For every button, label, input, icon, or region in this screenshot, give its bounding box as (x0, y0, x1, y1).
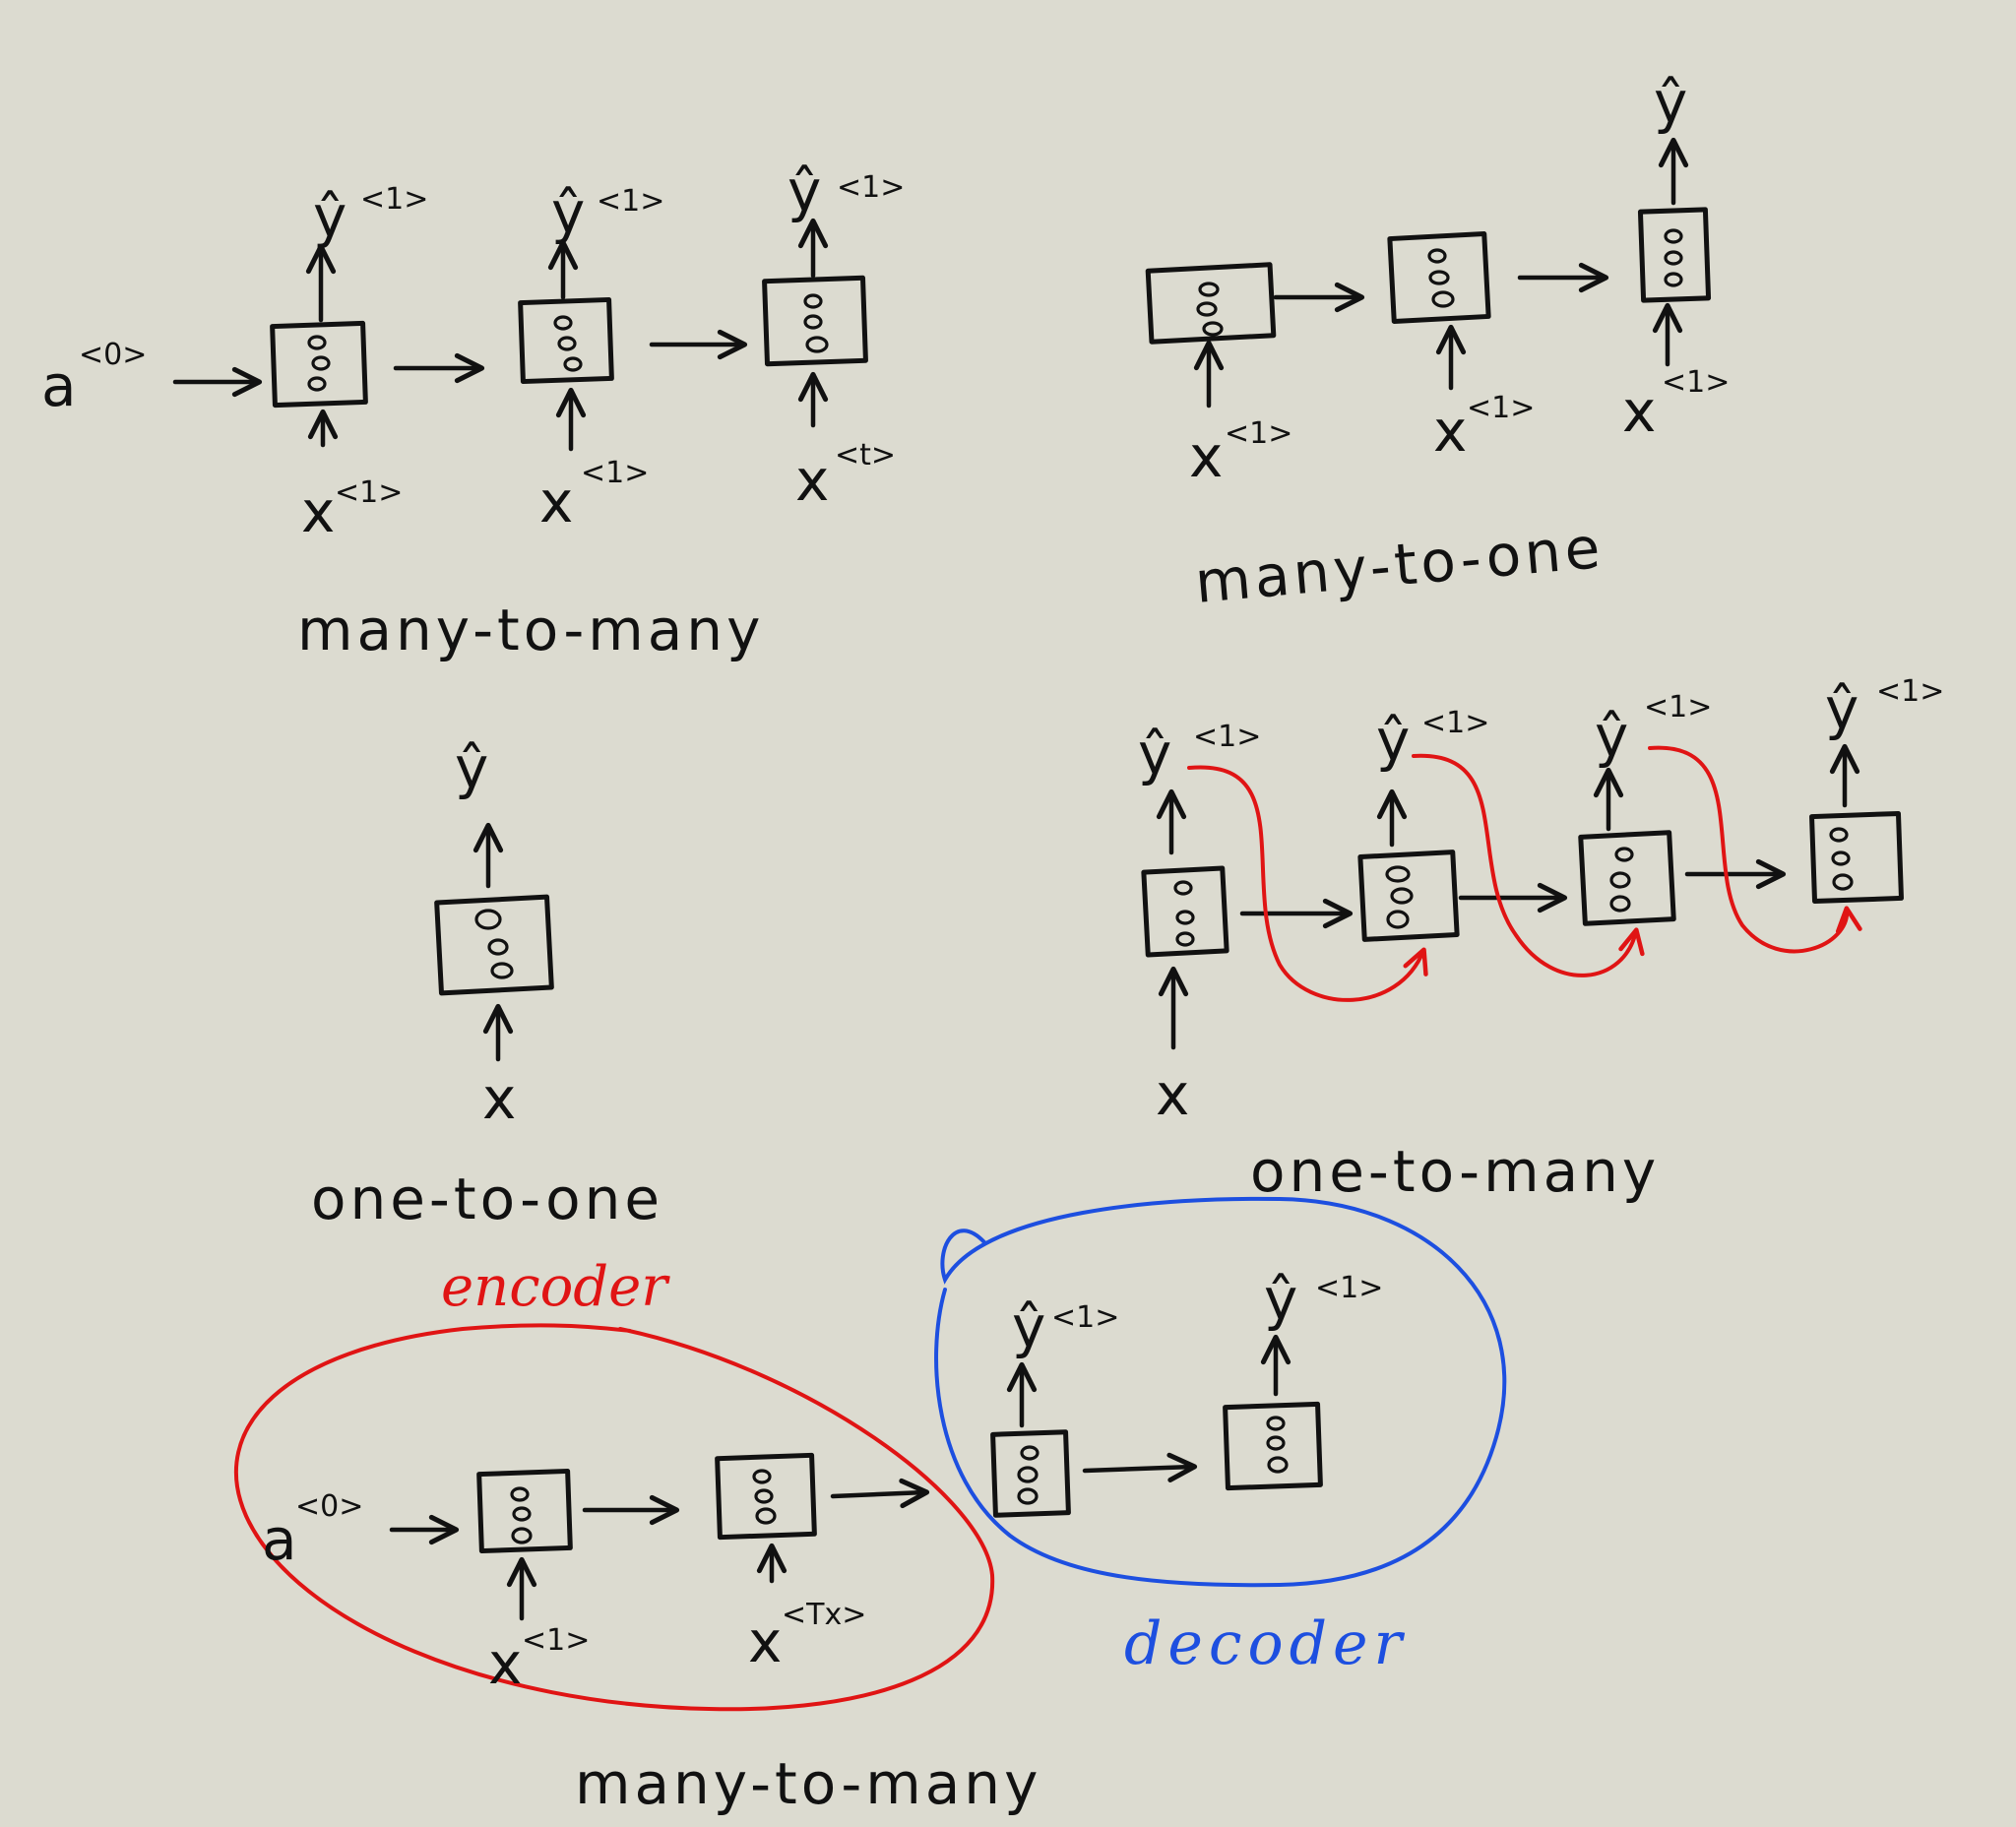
rnn-cell-m2o-1 (1145, 262, 1277, 345)
o2m-x-symbol: x (1156, 1061, 1189, 1128)
rnn-cell-2 (518, 296, 614, 385)
y2-symbol: ŷ (551, 179, 585, 246)
enc-a0-superscript: <0> (295, 1489, 363, 1524)
arrow-encoder-to-decoder (830, 1478, 930, 1509)
y3-symbol: ŷ (788, 158, 821, 224)
dec-y1-symbol: ŷ (1012, 1293, 1045, 1360)
o2o-x-symbol: x (482, 1065, 516, 1132)
diagram-one-to-one: ŷ x one-to-one (311, 734, 663, 1232)
label-encoder: encoder (441, 1255, 670, 1319)
caption-many-to-one: many-to-one (1192, 514, 1606, 616)
x2-superscript: <1> (581, 456, 649, 490)
rnn-cell-o2m-3 (1578, 830, 1676, 926)
o2m-y4-superscript: <1> (1876, 674, 1944, 709)
encoder-boundary (234, 1323, 995, 1712)
rnn-cell-1 (270, 320, 368, 409)
enc-x1-superscript: <1> (522, 1623, 590, 1658)
enc-a0-symbol: a (262, 1506, 297, 1573)
enc-xtx-symbol: x (748, 1608, 782, 1675)
y1-superscript: <1> (360, 182, 428, 217)
feedback-y2-to-cell3 (1412, 753, 1645, 977)
m2o-x1-superscript: <1> (1225, 416, 1292, 451)
rnn-cell-3 (762, 275, 868, 367)
label-decoder: decoder (1124, 1609, 1408, 1678)
o2o-y-symbol: ŷ (455, 734, 488, 801)
rnn-cell-enc-1 (476, 1468, 573, 1554)
caption-one-to-one: one-to-one (311, 1166, 663, 1232)
o2m-y2-symbol: ŷ (1376, 707, 1410, 774)
feedback-y1-to-cell2 (1187, 765, 1428, 1002)
rnn-cell-dec-2 (1223, 1401, 1323, 1491)
x1-symbol: x (301, 478, 335, 545)
rnn-cell-m2o-3 (1637, 207, 1712, 303)
xt-superscript: <t> (835, 438, 896, 472)
o2m-y3-symbol: ŷ (1595, 703, 1628, 770)
o2m-y1-symbol: ŷ (1138, 721, 1171, 788)
rnn-cell-o2o (434, 894, 554, 996)
caption-many-to-many-bottom: many-to-many (575, 1750, 1041, 1817)
y1-symbol: ŷ (313, 183, 346, 250)
o2m-y1-superscript: <1> (1193, 720, 1261, 754)
decoder-boundary (934, 1196, 1507, 1588)
diagram-many-to-many-top: a <0> x <1> ŷ <1> x <1> ŷ <1> (41, 158, 905, 663)
dec-y1-superscript: <1> (1051, 1300, 1119, 1335)
m2o-x2-symbol: x (1433, 398, 1467, 465)
diagram-encoder-decoder: encoder a <0> x <1> x <Tx> decoder ŷ <1> (234, 1196, 1507, 1817)
m2o-x3-superscript: <1> (1662, 365, 1730, 400)
enc-xtx-superscript: <Tx> (782, 1598, 866, 1632)
o2m-y4-symbol: ŷ (1825, 675, 1858, 742)
x1-superscript: <1> (335, 475, 403, 510)
o2m-y3-superscript: <1> (1644, 690, 1712, 724)
rnn-cell-o2m-1 (1141, 865, 1229, 958)
caption-one-to-many: one-to-many (1250, 1138, 1660, 1205)
rnn-cell-enc-2 (715, 1452, 817, 1541)
y2-superscript: <1> (597, 184, 664, 219)
xt-symbol: x (795, 447, 829, 514)
x2-symbol: x (539, 469, 573, 536)
arrow-dec-cell1-to-cell2 (1082, 1452, 1198, 1482)
m2o-x2-superscript: <1> (1467, 391, 1535, 425)
o2m-y2-superscript: <1> (1421, 706, 1489, 740)
dec-y2-superscript: <1> (1315, 1271, 1383, 1305)
m2o-x1-symbol: x (1189, 423, 1223, 490)
rnn-cell-o2m-4 (1809, 810, 1904, 905)
rnn-cell-o2m-2 (1357, 850, 1460, 942)
a0-superscript: <0> (79, 338, 147, 372)
feedback-y3-to-cell4 (1648, 745, 1862, 954)
rnn-cell-dec-1 (990, 1429, 1071, 1518)
m2o-y-symbol: ŷ (1654, 69, 1687, 136)
diagram-many-to-one: x <1> x <1> x <1> ŷ many-to-one (1145, 69, 1730, 616)
dec-y2-symbol: ŷ (1264, 1266, 1297, 1333)
m2o-x3-symbol: x (1622, 378, 1656, 445)
caption-many-to-many-top: many-to-many (297, 597, 764, 663)
y3-superscript: <1> (837, 170, 905, 205)
a0-symbol: a (41, 352, 77, 419)
rnn-cell-m2o-2 (1387, 231, 1491, 324)
enc-x1-symbol: x (488, 1630, 522, 1697)
diagram-one-to-many: ŷ <1> ŷ <1> ŷ <1> ŷ <1> (1138, 674, 1944, 1205)
